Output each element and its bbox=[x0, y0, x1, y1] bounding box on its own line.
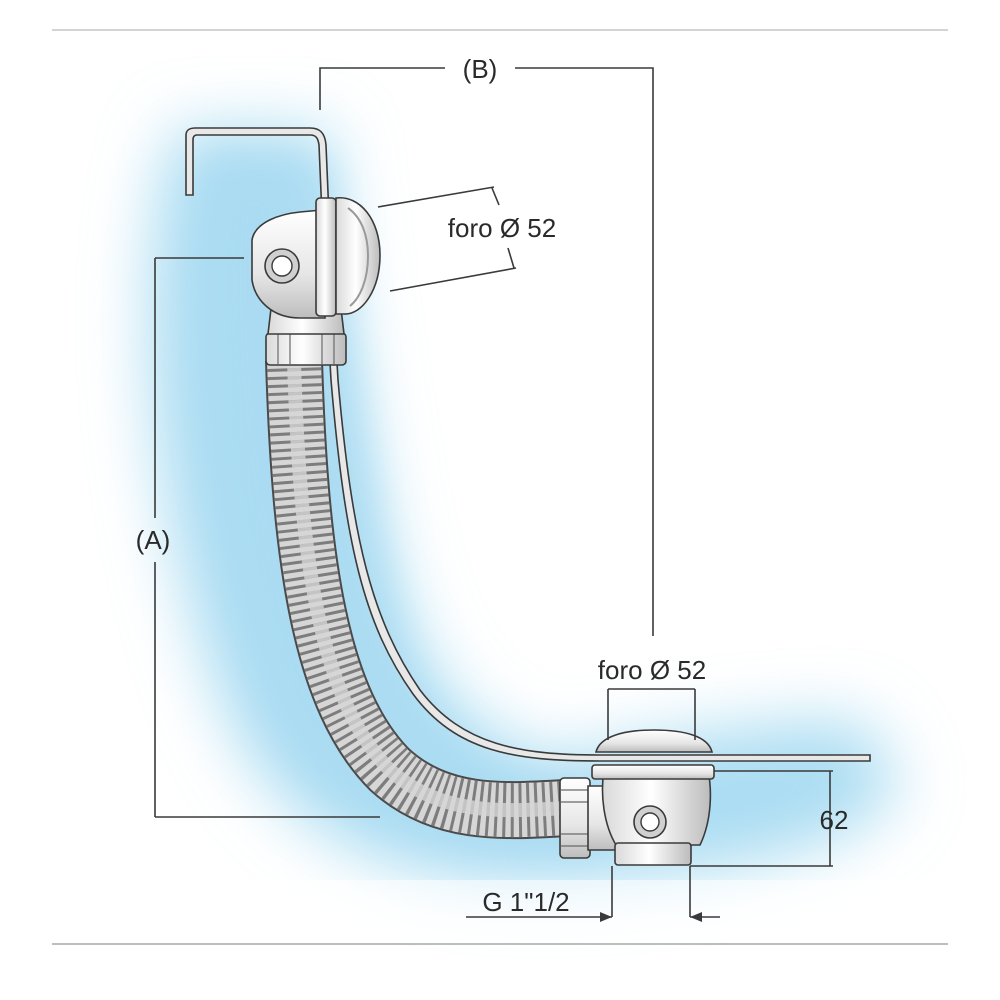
dimension-arrows bbox=[600, 912, 702, 922]
height-label: 62 bbox=[820, 805, 849, 835]
floor-fade bbox=[52, 880, 948, 942]
overflow-fitting-icon bbox=[251, 197, 381, 366]
tub-wall bbox=[185, 127, 871, 762]
dimension-a-label: (A) bbox=[136, 525, 171, 555]
drain-fitting-icon bbox=[559, 729, 715, 866]
overflow-hole-label: foro Ø 52 bbox=[448, 213, 556, 243]
dimension-lines bbox=[154, 67, 833, 918]
dimension-b-label: (B) bbox=[463, 54, 498, 84]
drain-hole-label: foro Ø 52 bbox=[598, 655, 706, 685]
thread-label: G 1"1/2 bbox=[482, 887, 569, 917]
corrugated-hose-icon bbox=[265, 359, 567, 840]
